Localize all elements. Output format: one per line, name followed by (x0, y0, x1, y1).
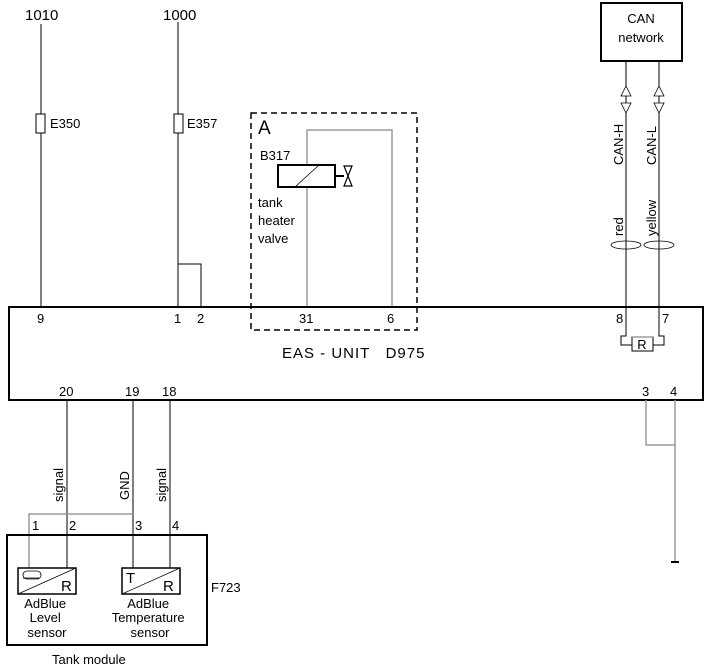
desc-line-2: heater (258, 213, 296, 228)
pin-2: 2 (197, 311, 204, 326)
temp-line-3: sensor (130, 625, 170, 640)
wire-pin31 (306, 129, 393, 308)
can-resistor-wire (620, 308, 632, 346)
tank-module-title: Tank module (52, 652, 126, 667)
pin-3: 3 (642, 384, 649, 399)
pin-31: 31 (299, 311, 313, 326)
pin-20: 20 (59, 384, 73, 399)
level-line-2: Level (30, 610, 61, 625)
tank-module-box (6, 534, 208, 646)
fuse-e350-label: E350 (50, 116, 80, 131)
eas-unit-box (8, 306, 704, 401)
can-l-arrow-icon (653, 85, 665, 114)
pin-1: 1 (174, 311, 181, 326)
twisted-pair-icon-right (643, 240, 675, 250)
supply-1000-label: 1000 (163, 7, 196, 24)
temp-sensor-t: T (126, 570, 135, 587)
level-line-3: sensor (27, 625, 67, 640)
desc-line-3: valve (258, 231, 288, 246)
wire-18-label: signal (154, 468, 169, 502)
temp-line-2: Temperature (112, 610, 185, 625)
twisted-pair-icon-left (610, 240, 642, 250)
tank-module-id: F723 (211, 580, 241, 595)
pin-4: 4 (670, 384, 677, 399)
can-resistor-label: R (637, 337, 646, 352)
can-resistor-wire-right (653, 308, 665, 346)
pin-6: 6 (387, 311, 394, 326)
b317-label: B317 (260, 148, 290, 163)
solenoid-diagonal (295, 165, 319, 187)
wire-pin3 (645, 400, 675, 446)
pin-8: 8 (616, 311, 623, 326)
tank-pin-1: 1 (32, 518, 39, 533)
fuse-e357-icon (173, 113, 184, 134)
fuse-e350-icon (35, 113, 46, 134)
tank-pin-3: 3 (135, 518, 142, 533)
bridge-pin1-pin2 (178, 263, 202, 308)
pin-18: 18 (162, 384, 176, 399)
wire-20-label: signal (51, 468, 66, 502)
can-box-line-2: network (618, 30, 664, 45)
temp-sensor-name: AdBlue Temperature sensor (112, 596, 189, 640)
can-h-arrow-icon (620, 85, 632, 114)
can-l-label: CAN-L (644, 126, 659, 165)
desc-line-1: tank (258, 195, 283, 210)
pin-19: 19 (125, 384, 139, 399)
level-sensor-name: AdBlue Level sensor (24, 596, 70, 640)
can-h-color: red (611, 217, 626, 236)
bridge-pin1-pin3 (28, 513, 133, 593)
tank-pin-2: 2 (69, 518, 76, 533)
can-l-color: yellow (644, 199, 659, 236)
supply-1010-label: 1010 (25, 7, 58, 24)
eas-unit-title: EAS - UNIT D975 (282, 345, 425, 362)
can-box-line-1: CAN (627, 11, 654, 26)
valve-icon (343, 165, 353, 187)
temp-line-1: AdBlue (127, 596, 169, 611)
can-h-label: CAN-H (611, 124, 626, 165)
level-line-1: AdBlue (24, 596, 66, 611)
module-a-label: A (258, 118, 271, 139)
can-network-box (600, 2, 683, 62)
pin-7: 7 (662, 311, 669, 326)
level-float-icon (22, 570, 42, 580)
tank-pin-4: 4 (172, 518, 179, 533)
temp-sensor-diagonal (121, 567, 181, 595)
pin-9: 9 (37, 311, 44, 326)
fuse-e357-label: E357 (187, 116, 217, 131)
level-sensor-r: R (61, 578, 72, 595)
wire-19-label: GND (117, 471, 132, 500)
module-a-boundary (250, 112, 418, 331)
temp-sensor-r: R (163, 578, 174, 595)
valve-description: tank heater valve (258, 195, 299, 246)
level-sensor-diagonal (17, 567, 77, 595)
